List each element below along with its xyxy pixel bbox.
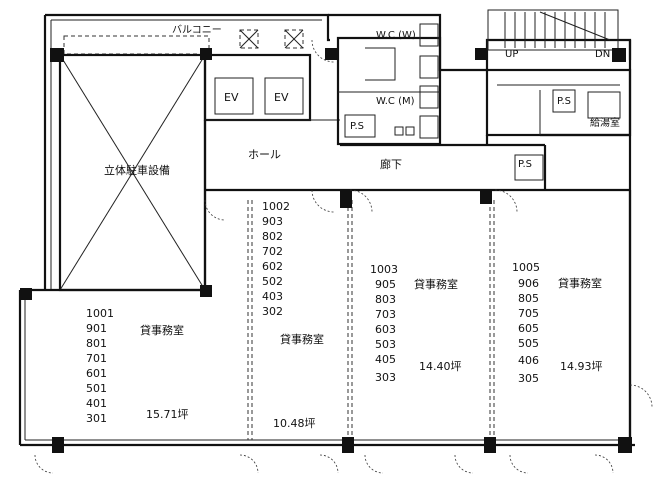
office-unit-3: 1003 905 803 703 603 503 405 303 貸事務室 14… [370, 263, 462, 384]
room-number: 903 [262, 215, 283, 228]
room-number: 505 [518, 337, 539, 350]
office-unit-4: 1005 906 805 705 605 505 406 305 貸事務室 14… [512, 261, 603, 385]
room-number: 701 [86, 352, 107, 365]
room-number: 601 [86, 367, 107, 380]
room-number: 703 [375, 308, 396, 321]
ps-right-label: P.S [557, 96, 571, 107]
unit-area: 14.93坪 [560, 360, 603, 373]
room-number: 406 [518, 354, 539, 367]
room-number: 605 [518, 322, 539, 335]
office-partitions [60, 188, 632, 440]
unit-title: 貸事務室 [140, 323, 184, 337]
unit-title: 貸事務室 [280, 332, 324, 346]
office-unit-1: 1001 901 801 701 601 501 401 301 貸事務室 15… [86, 307, 189, 425]
room-number: 602 [262, 260, 283, 273]
room-number: 302 [262, 305, 283, 318]
unit-area: 10.48坪 [273, 417, 316, 430]
room-number: 802 [262, 230, 283, 243]
room-number: 901 [86, 322, 107, 335]
room-number: 503 [375, 338, 396, 351]
service-area [485, 11, 632, 137]
ps-corridor-label: P.S [518, 159, 532, 170]
kitchenette-label: 給湯室 [590, 116, 620, 129]
unit-area: 14.40坪 [419, 360, 462, 373]
unit-title: 貸事務室 [558, 276, 602, 290]
elevator-1-label: EV [224, 91, 239, 104]
room-number: 1003 [370, 263, 398, 276]
doors [34, 39, 653, 474]
corridor-label: 廊下 [380, 157, 402, 171]
balcony-rail [63, 35, 210, 55]
elevator-2-label: EV [274, 91, 289, 104]
room-number: 603 [375, 323, 396, 336]
room-number: 1002 [262, 200, 290, 213]
columns [20, 48, 632, 453]
room-number: 403 [262, 290, 283, 303]
room-number: 502 [262, 275, 283, 288]
room-number: 301 [86, 412, 107, 425]
room-number: 405 [375, 353, 396, 366]
stair-up-label: UP [505, 49, 518, 60]
parking-label: 立体駐車設備 [104, 163, 170, 177]
room-number: 702 [262, 245, 283, 258]
room-number: 905 [375, 278, 396, 291]
room-number: 805 [518, 292, 539, 305]
room-number: 1005 [512, 261, 540, 274]
room-number: 305 [518, 372, 539, 385]
exterior-walls [18, 9, 635, 447]
wc-men-label: W.C (M) [376, 96, 415, 107]
wc-women-label: W.C (W) [376, 30, 416, 41]
unit-title: 貸事務室 [414, 277, 458, 291]
hall-label: ホール [248, 148, 281, 161]
room-number: 401 [86, 397, 107, 410]
balcony-label: バルコニー [172, 24, 222, 36]
ps-top-label: P.S [350, 121, 364, 132]
room-number: 705 [518, 307, 539, 320]
room-number: 801 [86, 337, 107, 350]
room-number: 803 [375, 293, 396, 306]
unit-area: 15.71坪 [146, 408, 189, 421]
office-unit-2: 1002 903 802 702 602 502 403 302 貸事務室 10… [262, 200, 324, 430]
stair-down-label: DN [595, 49, 610, 60]
room-number: 1001 [86, 307, 114, 320]
room-number: 906 [518, 277, 539, 290]
elevator-block [203, 29, 340, 122]
room-number: 501 [86, 382, 107, 395]
room-number: 303 [375, 371, 396, 384]
